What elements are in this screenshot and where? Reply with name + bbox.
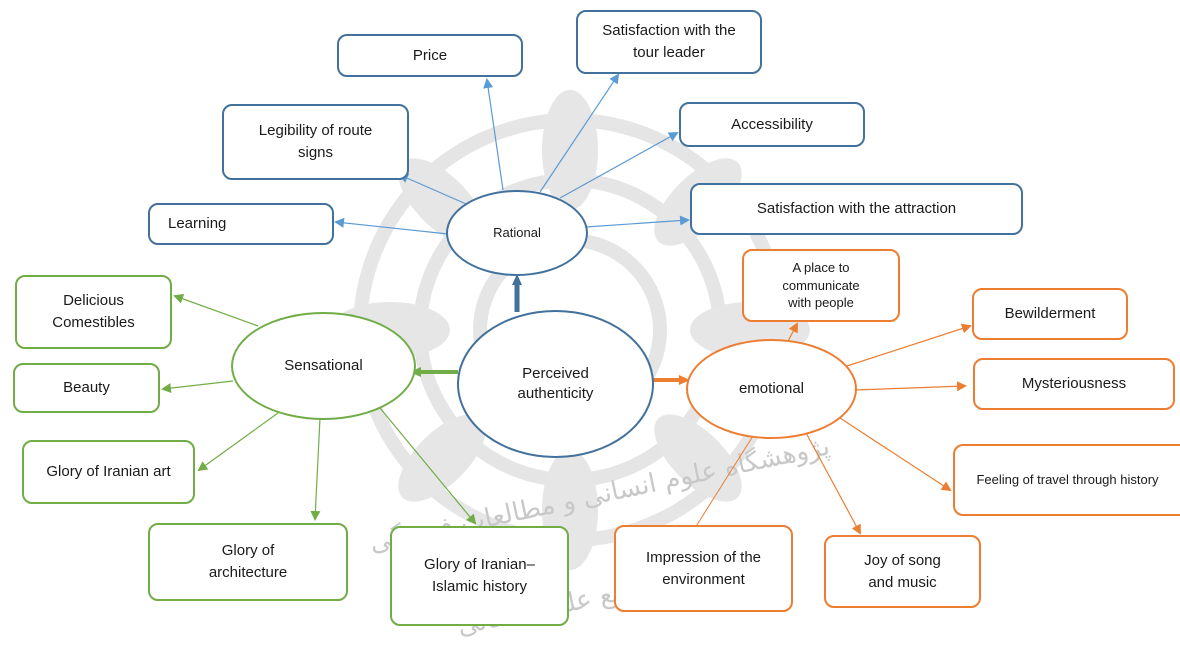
comestibles-box: Delicious Comestibles xyxy=(15,275,172,349)
attraction-box: Satisfaction with the attraction xyxy=(690,183,1023,235)
accessibility-box: Accessibility xyxy=(679,102,865,147)
arrow-emotional-bewilderment xyxy=(846,323,972,367)
mysteriousness-label: Mysteriousness xyxy=(1021,375,1127,393)
price-box: Price xyxy=(337,34,523,77)
islamic-history-box: Glory of Iranian–Islamic history xyxy=(390,526,569,626)
learning-box: Learning xyxy=(148,203,334,245)
rational-label: Rational xyxy=(493,225,541,241)
perceived-authenticity-label: Perceived authenticity xyxy=(517,364,594,402)
route-signs-label: Legibility of route signs xyxy=(258,122,373,161)
arrow-sensational-history xyxy=(379,407,477,525)
tour-leader-box: Satisfaction with the tour leader xyxy=(576,10,762,74)
song-music-label: Joy of song and music xyxy=(864,551,941,591)
perceived-authenticity-node: Perceived authenticity xyxy=(457,310,654,458)
arrow-emotional-song xyxy=(804,430,861,535)
bewilderment-label: Bewilderment xyxy=(1004,305,1096,323)
tour-leader-label: Satisfaction with the tour leader xyxy=(602,22,736,61)
arrow-sensational-beauty xyxy=(161,380,234,394)
accessibility-label: Accessibility xyxy=(731,115,813,133)
emotional-label: emotional xyxy=(738,379,805,397)
communicate-label: A place to communicate with people xyxy=(782,260,860,311)
impression-label: Impression of the environment xyxy=(645,548,762,588)
sensational-label: Sensational xyxy=(284,356,363,374)
emotional-node: emotional xyxy=(686,339,857,439)
islamic-history-label: Glory of Iranian–Islamic history xyxy=(424,556,535,595)
architecture-box: Glory of architecture xyxy=(148,523,348,601)
iranian-art-label: Glory of Iranian art xyxy=(46,463,171,481)
arrow-rational-learning xyxy=(334,217,449,235)
song-music-box: Joy of song and music xyxy=(824,535,981,608)
arrow-sensational-architecture xyxy=(310,417,321,521)
arrow-emotional-travel xyxy=(839,417,952,492)
impression-box: Impression of the environment xyxy=(614,525,793,612)
learning-label: Learning xyxy=(168,215,227,233)
rational-node: Rational xyxy=(446,190,588,276)
sensational-node: Sensational xyxy=(231,312,416,420)
bewilderment-box: Bewilderment xyxy=(972,288,1128,340)
arrow-sensational-art xyxy=(197,412,279,472)
arrow-rational-tour-leader xyxy=(539,73,620,193)
architecture-label: Glory of architecture xyxy=(208,542,288,581)
arrow-rational-accessibility xyxy=(559,132,679,199)
travel-history-box: Feeling of travel through history xyxy=(953,444,1180,516)
beauty-label: Beauty xyxy=(63,379,110,397)
arrow-rational-attraction xyxy=(585,215,690,228)
communicate-box: A place to communicate with people xyxy=(742,249,900,322)
arrow-rational-price xyxy=(483,78,504,191)
route-signs-box: Legibility of route signs xyxy=(222,104,409,180)
iranian-art-box: Glory of Iranian art xyxy=(22,440,195,504)
comestibles-label: Delicious Comestibles xyxy=(52,292,135,331)
arrow-emotional-mysteriousness xyxy=(854,381,967,392)
beauty-box: Beauty xyxy=(13,363,160,413)
travel-history-label: Feeling of travel through history xyxy=(976,471,1159,487)
mysteriousness-box: Mysteriousness xyxy=(973,358,1175,410)
watermark-logo xyxy=(330,90,810,570)
attraction-label: Satisfaction with the attraction xyxy=(756,200,957,218)
arrow-emotional-impression xyxy=(694,427,759,529)
arrow-rational-route-signs xyxy=(398,173,474,208)
arrow-sensational-comestibles xyxy=(173,294,259,327)
price-label: Price xyxy=(412,46,448,64)
